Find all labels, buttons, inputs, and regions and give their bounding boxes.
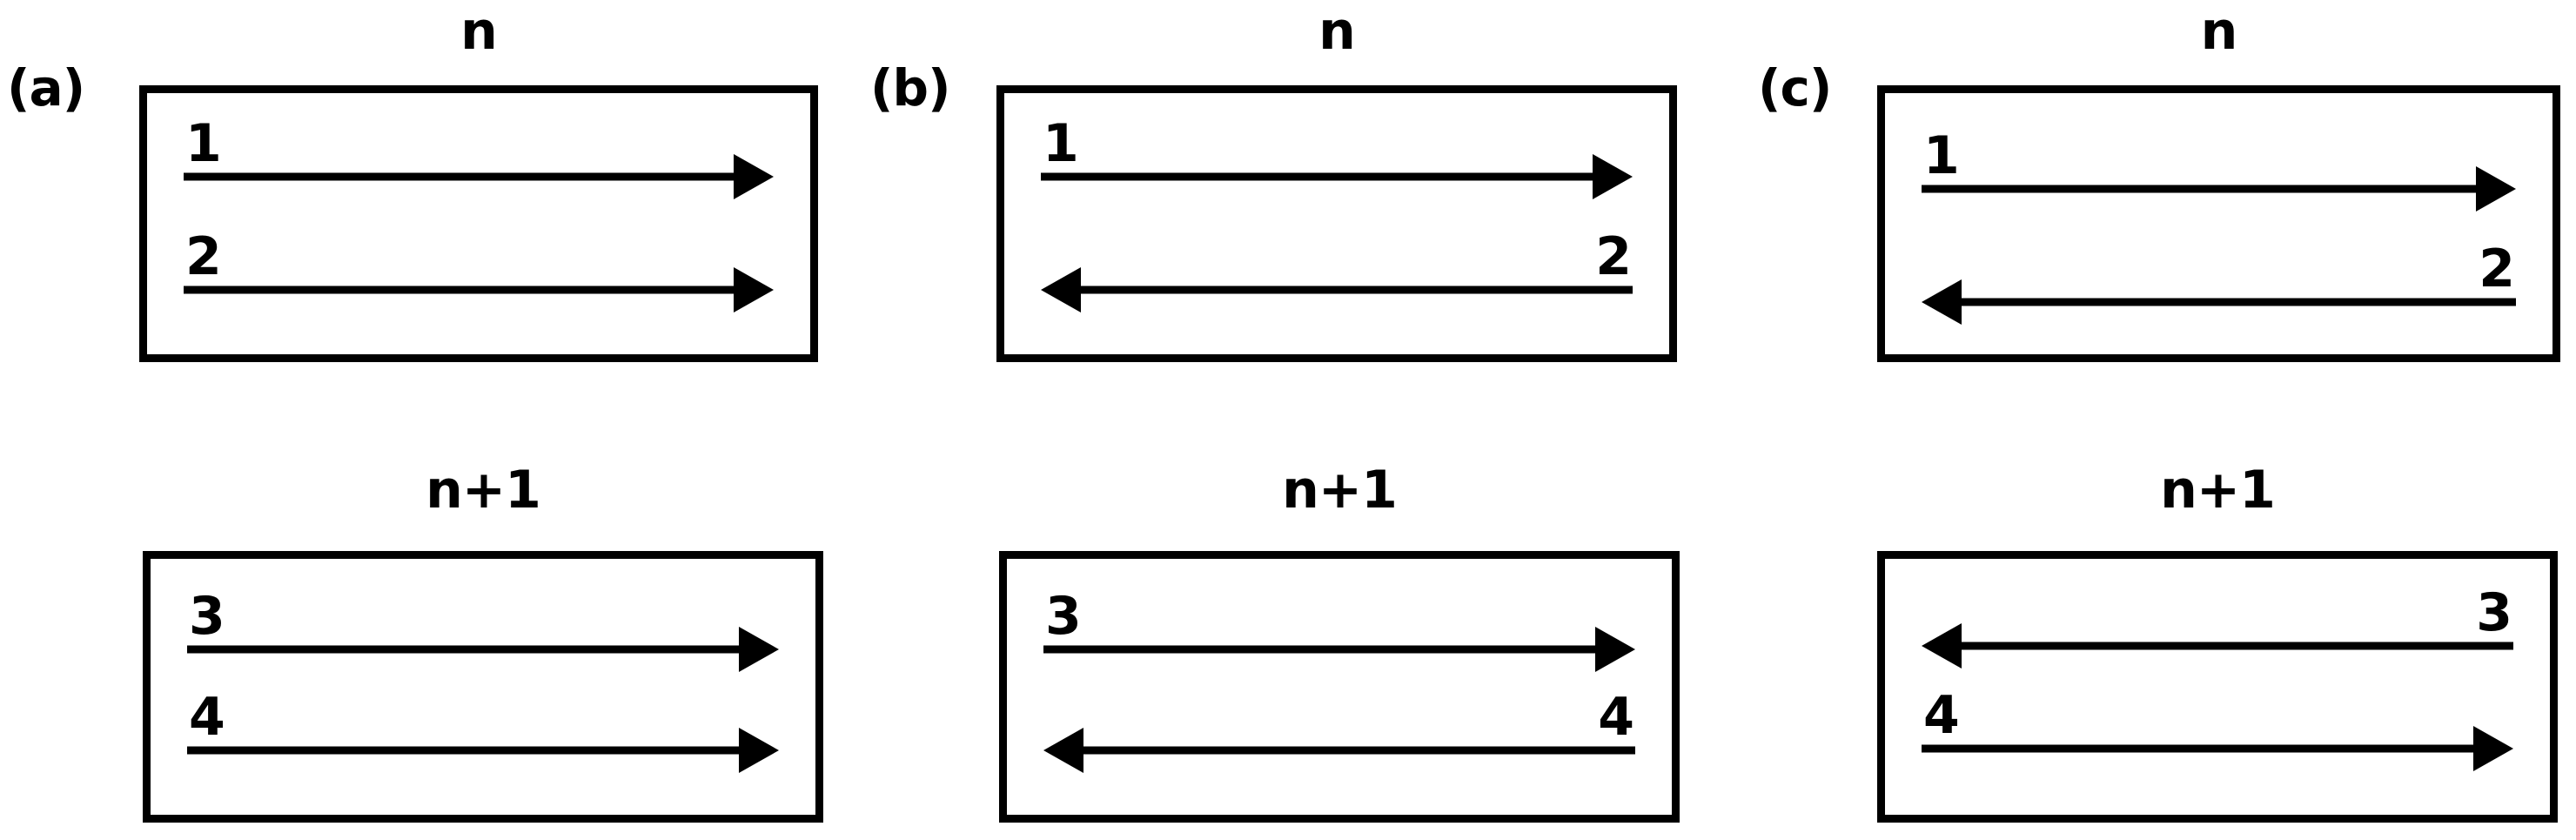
cell-title: n+1 — [1282, 460, 1398, 521]
cell-title: n — [2200, 1, 2238, 62]
panel-letter-a: (a) — [7, 58, 85, 118]
cell-title: n — [1318, 1, 1356, 62]
arrow-label: 1 — [1043, 113, 1079, 174]
arrow-right-icon — [184, 267, 774, 312]
cell-title: n+1 — [426, 460, 541, 521]
arrow-right-icon — [1922, 166, 2516, 212]
arrow-right-icon — [1922, 726, 2513, 771]
arrow-left-icon — [1922, 623, 2513, 669]
arrow-right-icon — [187, 728, 779, 773]
arrow-label: 4 — [1598, 687, 1634, 748]
arrow-right-icon — [1041, 154, 1633, 199]
arrow-left-icon — [1922, 279, 2516, 325]
arrow-label: 1 — [185, 113, 222, 174]
arrow-label: 1 — [1923, 125, 1960, 186]
arrow-left-icon — [1043, 728, 1635, 773]
arrow-label: 3 — [2476, 582, 2512, 643]
arrow-left-icon — [1041, 267, 1633, 312]
arrow-label: 4 — [189, 687, 225, 748]
arrow-right-icon — [184, 154, 774, 199]
arrow-label: 2 — [185, 226, 222, 287]
arrow-right-icon — [1043, 627, 1635, 672]
arrow-label: 3 — [189, 586, 225, 647]
arrow-label: 3 — [1045, 586, 1082, 647]
arrow-label: 2 — [2479, 239, 2515, 299]
cell-title: n+1 — [2160, 460, 2276, 521]
arrow-label: 4 — [1923, 685, 1960, 746]
cell-title: n — [460, 1, 498, 62]
panel-letter-c: (c) — [1758, 58, 1832, 118]
arrow-right-icon — [187, 627, 779, 672]
arrow-label: 2 — [1595, 226, 1632, 287]
panel-letter-b: (b) — [870, 58, 951, 118]
